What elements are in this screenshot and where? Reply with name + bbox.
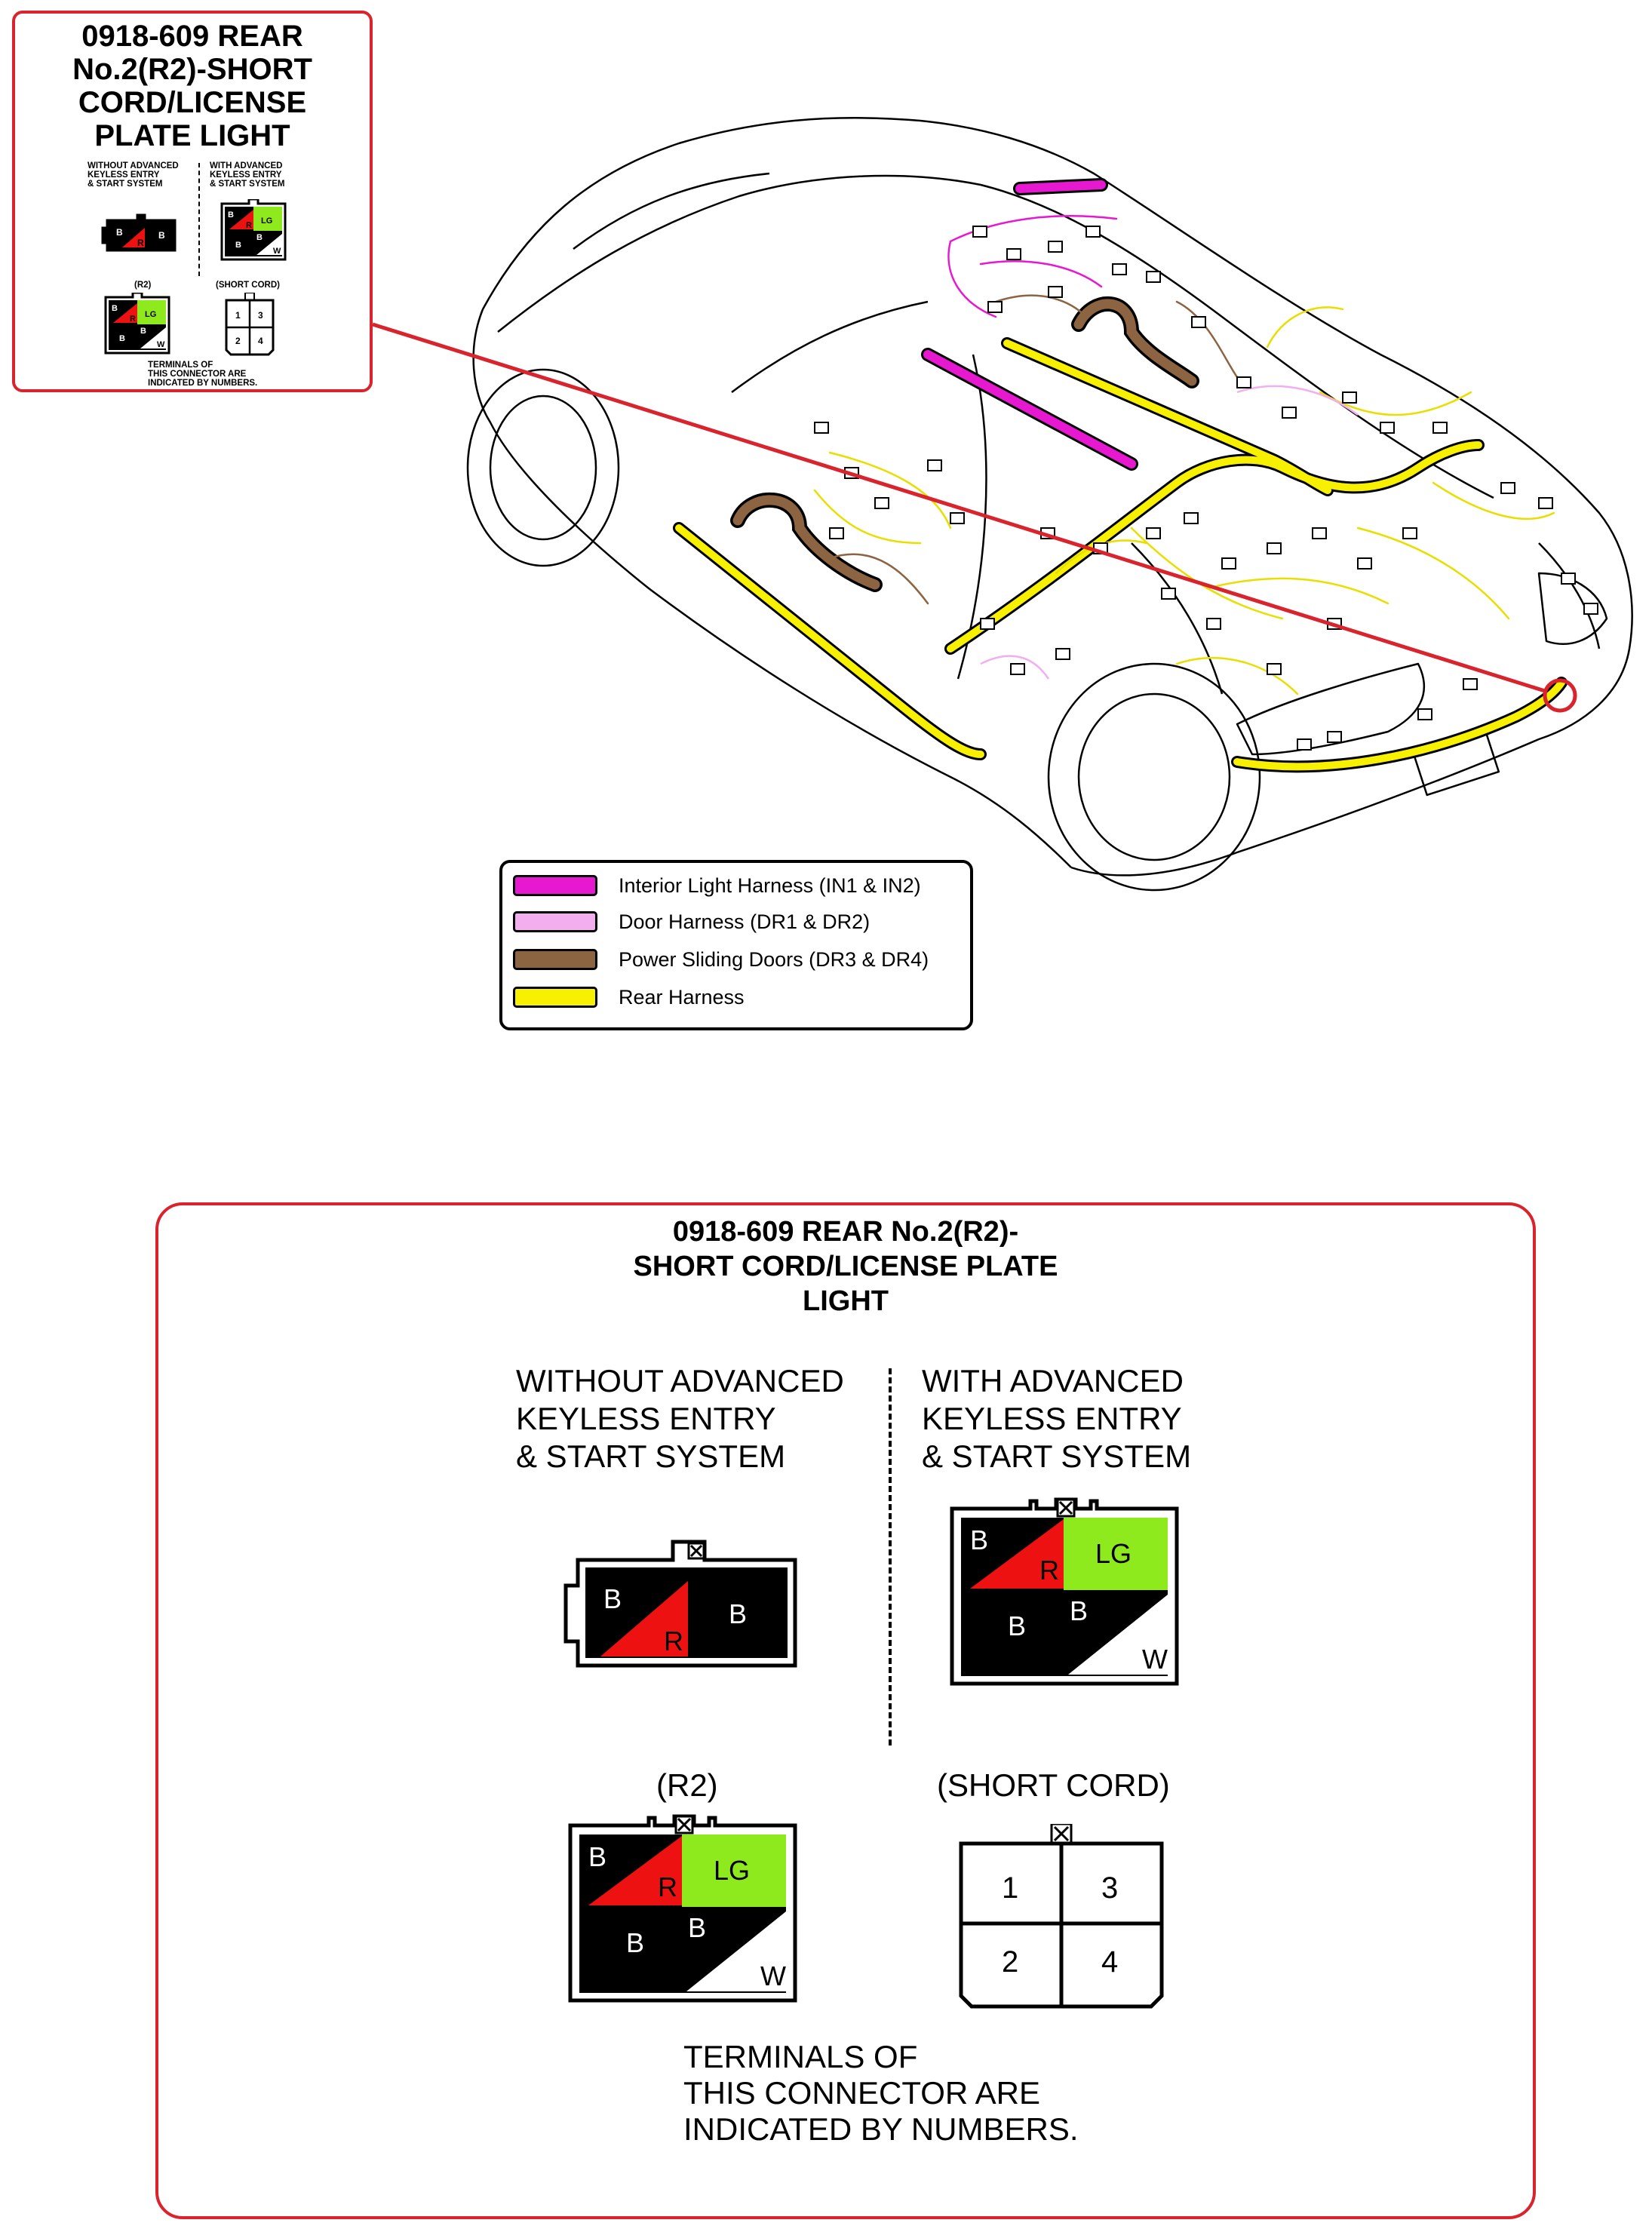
small-connector-r2: B R LG B B W [104,293,170,355]
big-callout-title-line-1: 0918-609 REAR No.2(R2)- [672,1216,1019,1248]
power-sliding-door-harness [730,294,1239,605]
big-without-line-2: KEYLESS ENTRY [516,1401,776,1436]
small-callout-title-line-1: 0918-609 REAR [81,20,303,53]
small-sc-pin-3: 3 [258,310,263,321]
big-connector-short-cord: 1 3 2 4 [959,1824,1164,2009]
small-r2-pin-b-1: B [112,304,118,313]
big-with-pin-b-1: B [970,1524,988,1555]
small-connector-without: B R B [101,213,177,252]
small-r2-label: (R2) [134,281,152,290]
small-callout-box: 0918-609 REAR No.2(R2)-SHORT CORD/LICENS… [12,11,373,392]
legend-label-door: Door Harness (DR1 & DR2) [619,910,871,933]
callout-target-circle [1543,678,1577,713]
big-note-line-1: TERMINALS OF [683,2039,918,2074]
small-sc-pin-4: 4 [258,336,263,346]
small-callout-title-line-2: No.2(R2)-SHORT [72,53,312,86]
big-with-line-1: WITH ADVANCED [922,1363,1184,1398]
small-r2-pin-w: W [157,340,165,349]
interior-light-harness [921,178,1138,471]
small-pin-b-2: B [158,230,165,241]
small-r2-pin-b-2: B [140,327,146,336]
small-short-cord-label: (SHORT CORD) [216,281,280,290]
small-pin-b-1: B [116,227,123,238]
big-with-pin-w: W [1142,1644,1168,1675]
big-callout-title-line-2: SHORT CORD/LICENSE PLATE [633,1251,1058,1282]
small-without-line-1: WITHOUT ADVANCED [88,161,179,170]
small-with-line-2: KEYLESS ENTRY [210,170,282,180]
small-divider-line [198,163,200,276]
small-with-pin-w: W [273,247,281,256]
big-r2-pin-b-2: B [688,1912,706,1943]
big-with-pin-lg: LG [1095,1538,1132,1569]
small-note-line-2: THIS CONNECTOR ARE [148,370,247,379]
small-with-pin-b-2: B [256,233,263,242]
big-r2-pin-w: W [760,1960,786,1991]
small-r2-pin-r: R [130,315,136,324]
big-divider-line [889,1368,892,1745]
small-without-line-2: KEYLESS ENTRY [88,170,160,180]
legend-label-interior-light: Interior Light Harness (IN1 & IN2) [619,874,921,897]
big-without-pin-b-1: B [603,1583,622,1614]
callout-pointer-line [372,322,1546,693]
small-pin-r-1: R [137,238,144,248]
small-sc-pin-1: 1 [235,310,241,321]
car-harness-illustration [372,117,1633,892]
big-without-line-1: WITHOUT ADVANCED [516,1363,844,1398]
big-note-line-2: THIS CONNECTOR ARE [683,2075,1040,2111]
big-sc-pin-2: 2 [1002,1945,1018,1979]
harness-legend: Interior Light Harness (IN1 & IN2) Door … [499,860,973,1030]
big-r2-pin-b-1: B [588,1841,606,1872]
big-note-line-3: INDICATED BY NUMBERS. [683,2111,1079,2147]
small-note-line-3: INDICATED BY NUMBERS. [148,379,258,388]
big-r2-label: (R2) [656,1767,718,1803]
small-note-line-1: TERMINALS OF [148,361,213,370]
legend-swatch-interior-light [513,875,597,896]
small-sc-pin-2: 2 [235,336,241,346]
big-callout-title-line-3: LIGHT [803,1285,889,1317]
small-callout-title-line-4: PLATE LIGHT [94,119,290,152]
legend-swatch-power-sliding [513,949,597,970]
legend-swatch-rear [513,987,597,1008]
legend-label-power-sliding: Power Sliding Doors (DR3 & DR4) [619,948,929,971]
big-without-pin-b-2: B [729,1598,747,1629]
big-r2-pin-lg: LG [714,1855,750,1886]
big-without-line-3: & START SYSTEM [516,1438,786,1474]
small-with-line-1: WITH ADVANCED [210,161,283,170]
small-connector-with: B R LG B B W [220,199,287,261]
small-callout-title-line-3: CORD/LICENSE [78,86,307,119]
big-without-pin-r: R [664,1626,683,1656]
big-with-pin-b-2: B [1070,1595,1088,1626]
small-with-pin-b-1: B [228,210,234,220]
big-r2-pin-b-3: B [626,1927,644,1958]
big-sc-pin-1: 1 [1002,1871,1018,1905]
big-with-line-3: & START SYSTEM [922,1438,1192,1474]
legend-label-rear: Rear Harness [619,986,745,1009]
small-connector-short-cord: 1 3 2 4 [225,293,275,356]
big-short-cord-label: (SHORT CORD) [937,1767,1170,1803]
big-with-line-2: KEYLESS ENTRY [922,1401,1182,1436]
big-sc-pin-4: 4 [1101,1945,1118,1979]
big-r2-pin-r: R [658,1871,677,1902]
big-with-pin-b-3: B [1008,1610,1026,1641]
small-with-pin-r: R [246,221,252,230]
small-with-pin-lg: LG [261,216,272,226]
big-connector-without: B R B [563,1540,797,1668]
big-sc-pin-3: 3 [1101,1871,1118,1905]
big-with-pin-r: R [1039,1555,1059,1586]
big-connector-with: B R LG B B W [950,1497,1179,1686]
door-harness [980,385,1359,680]
small-with-line-3: & START SYSTEM [210,180,285,189]
small-with-pin-b-3: B [235,241,241,250]
big-callout-box: 0918-609 REAR No.2(R2)- SHORT CORD/LICEN… [155,1202,1536,2219]
small-r2-pin-lg: LG [145,310,156,319]
legend-swatch-door [513,911,597,932]
small-r2-pin-b-3: B [119,334,125,343]
big-connector-r2: B R LG B B W [568,1814,797,2003]
small-without-line-3: & START SYSTEM [88,180,163,189]
car-outline [466,117,1633,892]
